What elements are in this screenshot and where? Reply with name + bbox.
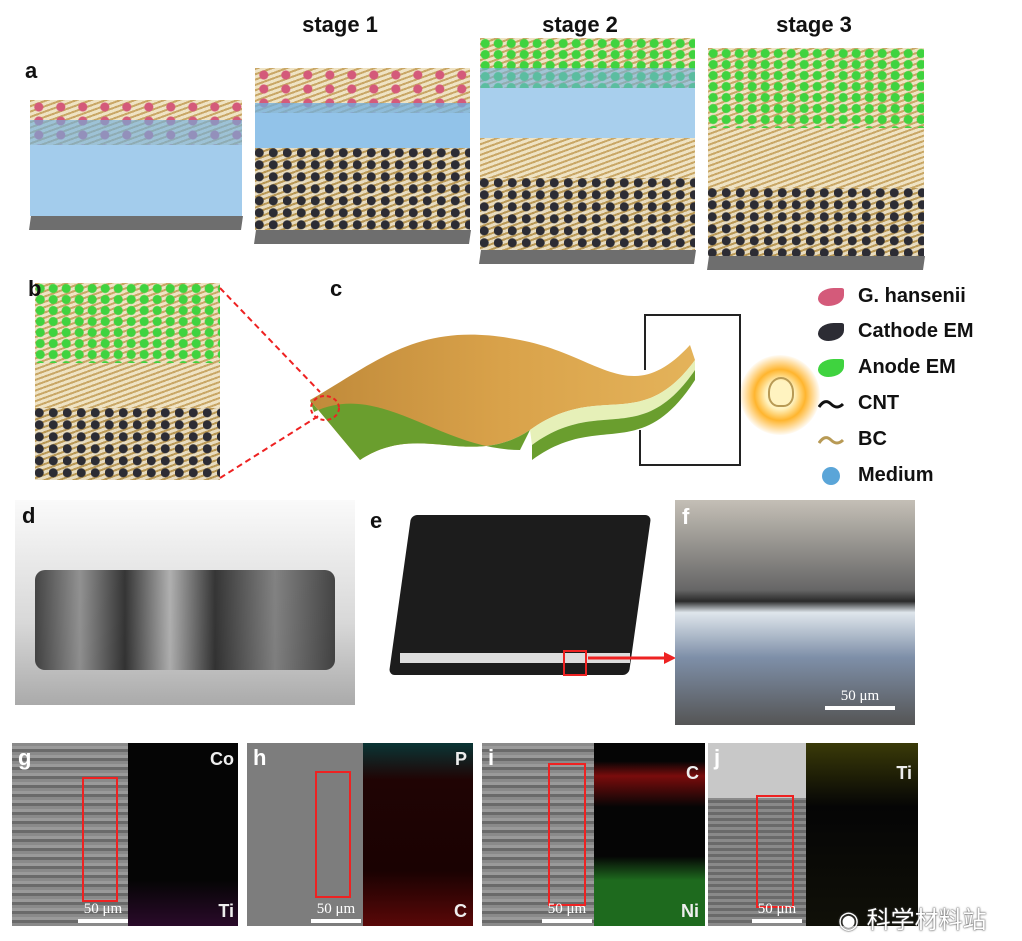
scale-bar-label: 50 μm xyxy=(757,901,797,917)
scale-bar-label: 50 μm xyxy=(83,901,123,917)
element-label: P xyxy=(454,749,467,769)
element-label: C xyxy=(454,901,467,921)
eds-panel-h: h P C 50 μm xyxy=(247,743,473,926)
legend-label: Medium xyxy=(858,464,934,486)
element-label: Co xyxy=(210,749,234,769)
scale-bar-label: 50 μm xyxy=(547,901,587,917)
stage-1-label: stage 1 xyxy=(302,12,378,37)
element-label: Ti xyxy=(896,763,912,783)
lightbulb-icon xyxy=(740,355,820,435)
element-label: Ti xyxy=(218,901,234,921)
scale-bar: 50 μm xyxy=(78,901,128,923)
scale-bar: 50 μm xyxy=(825,688,895,710)
wave-icon xyxy=(818,399,844,408)
legend-label: Cathode EM xyxy=(858,320,974,342)
panel-label-a: a xyxy=(25,58,38,83)
droplet-icon xyxy=(818,287,844,306)
panel-label-b: b xyxy=(28,276,42,301)
panel-label-e: e xyxy=(370,508,383,533)
stage-2-label: stage 2 xyxy=(542,12,618,37)
legend-item: Anode EM xyxy=(818,356,956,379)
legend-item: G. hansenii xyxy=(818,285,966,308)
legend-item: BC xyxy=(818,428,887,451)
scale-bar: 50 μm xyxy=(311,901,361,923)
legend-label: CNT xyxy=(858,392,900,414)
scale-bar-label: 50 μm xyxy=(840,688,880,704)
scale-bar: 50 μm xyxy=(542,901,592,923)
eds-panel-j: j Ti 50 μm xyxy=(708,743,918,926)
element-label: C xyxy=(686,763,699,783)
panel-label-j: j xyxy=(714,745,721,770)
panel-label-f: f xyxy=(682,504,690,529)
legend-item: CNT xyxy=(818,392,899,415)
stage-3-block xyxy=(707,48,925,270)
arrow-icon xyxy=(588,652,676,664)
stage-2-block xyxy=(479,38,696,264)
droplet-icon xyxy=(818,322,844,341)
scale-bar: 50 μm xyxy=(752,901,802,923)
petri-dish-photo xyxy=(15,500,355,705)
panel-label-g: g xyxy=(18,745,32,770)
initial-block xyxy=(29,100,243,230)
legend-item: Cathode EM xyxy=(818,320,974,343)
legend-label: BC xyxy=(858,428,887,450)
watermark-text: 科学材料站 xyxy=(866,906,987,934)
flexible-battery-sheet xyxy=(310,314,741,466)
legend-item: Medium xyxy=(818,464,934,487)
stage-3-label: stage 3 xyxy=(776,12,852,37)
droplet-icon xyxy=(818,358,844,377)
watermark: ◉ 科学材料站 xyxy=(838,906,987,934)
eds-panel-i: i C Ni 50 μm xyxy=(482,743,705,926)
scale-bar-label: 50 μm xyxy=(316,901,356,917)
element-label: Ni xyxy=(681,901,699,921)
electrode-sheet-photo xyxy=(365,505,665,725)
eds-panel-g: g Co Ti 50 μm xyxy=(12,743,238,926)
legend-label: G. hansenii xyxy=(858,285,966,307)
stage-1-block xyxy=(254,68,471,244)
wave-icon xyxy=(818,435,844,444)
electrode-cross-section xyxy=(35,283,220,480)
panel-label-d: d xyxy=(22,503,36,528)
zoom-connector-lines xyxy=(219,287,321,479)
panel-label-i: i xyxy=(488,745,495,770)
legend-label: Anode EM xyxy=(858,356,956,378)
panel-label-h: h xyxy=(253,745,267,770)
dot-icon xyxy=(822,466,840,485)
panel-label-c: c xyxy=(330,276,343,301)
legend: G. hansenii Cathode EM Anode EM CNT BC M… xyxy=(818,285,1018,495)
cross-section-photo: 50 μm xyxy=(675,500,915,725)
